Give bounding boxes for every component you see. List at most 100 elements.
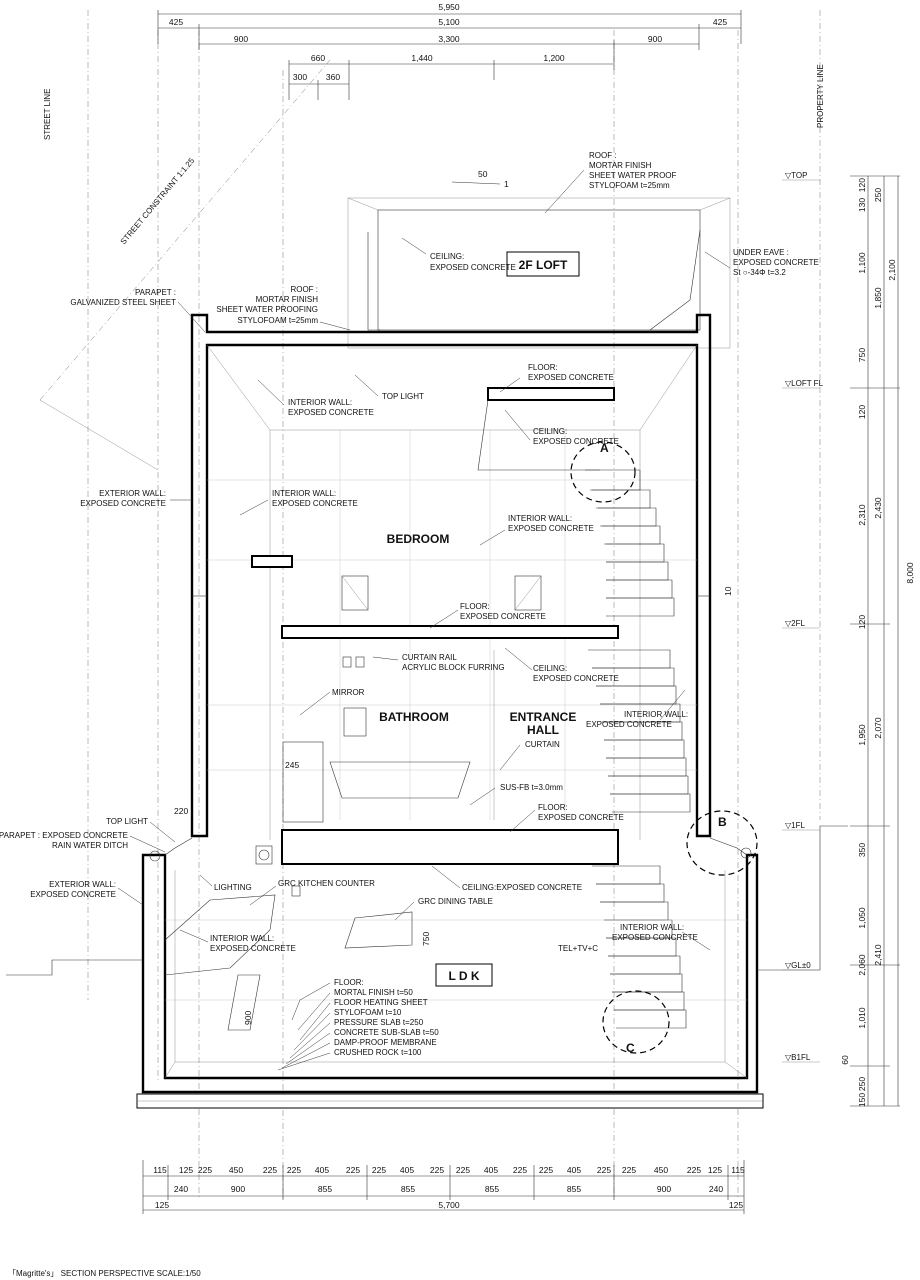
drawing-caption: 「Magritte's」 SECTION PERSPECTIVE SCALE:1… <box>8 1269 201 1278</box>
dim-10: 10 <box>723 586 733 596</box>
dim-b1: 225 <box>456 1165 470 1175</box>
dim-r1: 120 <box>857 405 867 419</box>
note-floor-loft: FLOOR:EXPOSED CONCRETE <box>528 363 614 382</box>
note-int-wall6: INTERIOR WALL:EXPOSED CONCRETE <box>612 923 698 942</box>
room-bathroom: BATHROOM <box>379 710 449 724</box>
level-top: ▽TOP <box>785 171 807 180</box>
dim-r1: 120 <box>857 615 867 629</box>
dim-r1: 2,310 <box>857 504 867 526</box>
dim-top-4-2: 1,440 <box>411 53 433 63</box>
dim-b2: 240 <box>709 1184 723 1194</box>
dim-top-2-3: 425 <box>713 17 727 27</box>
dim-b2: 855 <box>567 1184 581 1194</box>
dim-b2: 900 <box>657 1184 671 1194</box>
dim-r2: 2,430 <box>873 497 883 519</box>
dim-900: 900 <box>243 1011 253 1025</box>
dim-b2: 900 <box>231 1184 245 1194</box>
dim-top-2-1: 425 <box>169 17 183 27</box>
note-floor-1f: FLOOR:EXPOSED CONCRETE <box>538 803 624 822</box>
dim-r2: 1,850 <box>873 287 883 309</box>
dim-b1: 115 <box>731 1165 745 1175</box>
property-line-label: PROPERTY LINE <box>816 64 825 128</box>
note-ceil-bed: CEILING:EXPOSED CONCRETE <box>533 427 619 446</box>
dim-r1: 120 <box>857 178 867 192</box>
dim-r1: 350 <box>857 843 867 857</box>
note-ceil-b1: CEILING:EXPOSED CONCRETE <box>462 883 582 892</box>
dim-r2: 250 <box>873 188 883 202</box>
dim-top-2-2: 5,100 <box>438 17 460 27</box>
note-susfb: SUS-FB t=3.0mm <box>500 783 563 792</box>
note-ext-wall1: EXTERIOR WALL:EXPOSED CONCRETE <box>80 489 166 508</box>
note-floor-b1: FLOOR: MORTAL FINISH t=50 FLOOR HEATING … <box>334 978 441 1057</box>
dim-b1: 225 <box>346 1165 360 1175</box>
dim-b1: 225 <box>430 1165 444 1175</box>
dim-b1: 115 <box>153 1165 167 1175</box>
dim-top-4-3: 1,200 <box>543 53 565 63</box>
dim-top-5-2: 360 <box>326 72 340 82</box>
dim-b1: 225 <box>198 1165 212 1175</box>
dim-b1: 225 <box>372 1165 386 1175</box>
dim-top-5-1: 300 <box>293 72 307 82</box>
bottom-dims-row2: 240 900 855 855 855 855 900 240 <box>174 1184 723 1194</box>
dim-b2: 855 <box>401 1184 415 1194</box>
note-ext-wall2: EXTERIOR WALL:EXPOSED CONCRETE <box>30 880 116 899</box>
note-grc-counter: GRC KITCHEN COUNTER <box>278 879 375 888</box>
note-int-wall1: INTERIOR WALL:EXPOSED CONCRETE <box>288 398 374 417</box>
room-entrance: ENTRANCE <box>510 710 577 724</box>
note-int-wall3: INTERIOR WALL:EXPOSED CONCRETE <box>508 514 594 533</box>
level-gl: ▽GL±0 <box>785 961 811 970</box>
dim-b1: 450 <box>229 1165 243 1175</box>
building-geometry <box>6 10 900 1214</box>
dim-b1: 405 <box>400 1165 414 1175</box>
note-mirror: MIRROR <box>332 688 365 697</box>
note-floor-2f: FLOOR:EXPOSED CONCRETE <box>460 602 546 621</box>
dim-b1: 225 <box>539 1165 553 1175</box>
note-ceil-loft: CEILING:EXPOSED CONCRETE <box>430 252 516 272</box>
dim-b3-1: 125 <box>155 1200 169 1210</box>
note-int-wall5: INTERIOR WALL:EXPOSED CONCRETE <box>210 934 296 953</box>
dim-b1: 225 <box>622 1165 636 1175</box>
level-b1fl: ▽B1FL <box>785 1053 811 1062</box>
note-int-wall2: INTERIOR WALL:EXPOSED CONCRETE <box>272 489 358 508</box>
dim-r1: 1,010 <box>857 1007 867 1029</box>
dim-r1: 250 <box>857 1077 867 1091</box>
dim-b3-2: 5,700 <box>438 1200 460 1210</box>
dim-r2: 2,070 <box>873 717 883 739</box>
room-bedroom: BEDROOM <box>387 532 450 546</box>
room-loft: 2F LOFT <box>519 258 568 272</box>
note-parapet-top: PARAPET :GALVANIZED STEEL SHEET <box>70 288 176 307</box>
dim-b2: 855 <box>485 1184 499 1194</box>
level-2fl: ▽2FL <box>785 619 805 628</box>
room-ldk: L D K <box>448 969 479 983</box>
dim-top-3-1: 900 <box>234 34 248 44</box>
note-curtain: CURTAIN <box>525 740 560 749</box>
dim-b1: 405 <box>567 1165 581 1175</box>
dim-r1: 1,950 <box>857 724 867 746</box>
slope-run: 1 <box>504 179 509 189</box>
street-constraint-label: STREET CONSTRAINT 1:1.25 <box>119 156 197 246</box>
detail-b: B <box>718 815 727 829</box>
dim-r3: 8,000 <box>905 562 915 584</box>
dim-r1: 750 <box>857 348 867 362</box>
dim-245: 245 <box>285 760 299 770</box>
dim-b1: 450 <box>654 1165 668 1175</box>
right-dims-col1: 120 130 1,100 750 120 2,310 120 1,950 35… <box>840 178 867 1107</box>
note-ceil-1f: CEILING:EXPOSED CONCRETE <box>533 664 619 683</box>
dim-top-total: 5,950 <box>438 2 460 12</box>
dim-b2: 240 <box>174 1184 188 1194</box>
dim-top-4-1: 660 <box>311 53 325 63</box>
dim-top-3-3: 900 <box>648 34 662 44</box>
note-int-wall4: INTERIOR WALL:EXPOSED CONCRETE <box>586 710 688 729</box>
dim-b1: 405 <box>315 1165 329 1175</box>
room-hall: HALL <box>527 723 559 737</box>
dim-r1: 1,050 <box>857 907 867 929</box>
right-dims-col2: 250 1,850 2,430 2,070 2,410 <box>873 188 883 966</box>
dim-b1: 225 <box>687 1165 701 1175</box>
slope-rise: 50 <box>478 169 488 179</box>
